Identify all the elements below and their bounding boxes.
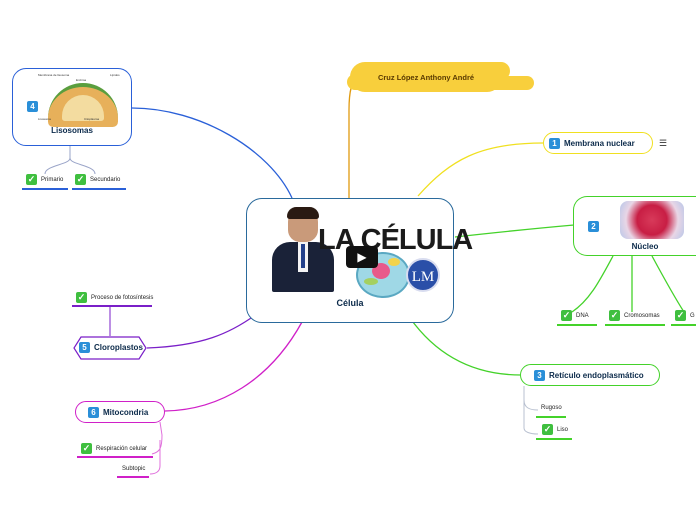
check-icon: ✓: [76, 292, 87, 303]
nucleo-label: Núcleo: [631, 242, 659, 251]
leaf-secundario[interactable]: ✓ Secundario: [75, 174, 120, 185]
check-icon: ✓: [609, 310, 620, 321]
leaf-fotosintesis-underline: [72, 305, 152, 307]
central-title: Célula: [336, 298, 364, 308]
mitocondria-label: Mitocondria: [103, 407, 149, 417]
check-icon: ✓: [81, 443, 92, 454]
leaf-dna-underline: [557, 324, 597, 326]
membrana-nuclear-label: Membrana nuclear: [564, 138, 635, 148]
lm-logo: LM: [406, 258, 440, 292]
leaf-rugoso[interactable]: Rugoso: [541, 405, 562, 411]
leaf-fotosintesis-label: Proceso de fotosíntesis: [91, 294, 154, 301]
leaf-liso-underline: [536, 438, 572, 440]
leaf-respiracion-label: Respiración celular: [96, 445, 148, 452]
central-topic[interactable]: LA CÉLULA ▶ LM Célula: [246, 198, 473, 323]
number-badge-6: 6: [88, 406, 99, 418]
check-icon: ✓: [542, 424, 553, 435]
leaf-secundario-label: Secundario: [90, 176, 121, 183]
leaf-primario-underline: [22, 188, 68, 190]
topic-reticulo[interactable]: 3 Retículo endoplasmático: [520, 364, 660, 386]
topic-lisosomas[interactable]: Membrana de lisosoma Lípidos Enzima Liso…: [12, 68, 132, 146]
leaf-cromosomas-underline: [605, 324, 665, 326]
leaf-liso-label: Liso: [557, 426, 569, 433]
leaf-g[interactable]: ✓ G: [675, 310, 695, 321]
lysosome-label-membrana: Membrana de lisosoma: [38, 73, 70, 77]
reticulo-label: Retículo endoplasmático: [549, 370, 644, 380]
play-button[interactable]: ▶: [346, 246, 378, 268]
cloroplastos-label: Cloroplastos: [94, 343, 143, 352]
lisosomas-label: Lisosomas: [51, 126, 93, 135]
leaf-primario[interactable]: ✓ Primario: [26, 174, 63, 185]
leaf-respiracion-underline: [77, 456, 153, 458]
leaf-dna[interactable]: ✓ DNA: [561, 310, 589, 321]
leaf-cromosomas-label: Cromosomas: [624, 312, 660, 319]
lysosome-label-lipidos: Lípidos: [110, 73, 120, 77]
lysosome-label-citoplasma: Citoplasma: [84, 117, 100, 121]
leaf-secundario-underline: [72, 188, 126, 190]
number-badge-1: 1: [549, 137, 560, 149]
topic-cloroplastos[interactable]: 5 Cloroplastos: [73, 336, 147, 360]
presenter-photo: [272, 207, 334, 292]
leaf-liso[interactable]: ✓ Liso: [542, 424, 568, 435]
nucleus-image: [620, 201, 684, 239]
topic-nucleo[interactable]: Núcleo 2: [573, 196, 696, 256]
number-badge-2: 2: [588, 221, 599, 232]
leaf-respiracion[interactable]: ✓ Respiración celular: [81, 443, 147, 454]
leaf-dna-label: DNA: [576, 312, 589, 319]
topic-mitocondria[interactable]: 6 Mitocondria: [75, 401, 165, 423]
number-badge-3: 3: [534, 369, 545, 381]
number-badge-4: 4: [27, 101, 38, 112]
hexagon-shape: [73, 336, 147, 360]
number-badge-5: 5: [79, 342, 90, 353]
lysosome-label-enzima: Enzima: [76, 78, 87, 82]
check-icon: ✓: [675, 310, 686, 321]
banner-title: LA CÉLULA: [318, 224, 473, 256]
leaf-g-underline: [671, 324, 696, 326]
leaf-g-label: G: [690, 312, 695, 319]
leaf-subtopic[interactable]: Subtopic: [122, 466, 145, 472]
check-icon: ✓: [75, 174, 86, 185]
central-image: LA CÉLULA ▶ LM: [260, 204, 473, 298]
leaf-primario-label: Primario: [41, 176, 64, 183]
leaf-subtopic-label: Subtopic: [122, 466, 146, 472]
topic-membrana-nuclear[interactable]: 1 Membrana nuclear: [543, 132, 653, 154]
lysosome-label-lisosoma: Lisosoma: [38, 117, 51, 121]
leaf-subtopic-underline: [117, 476, 149, 478]
notes-icon[interactable]: ☰: [659, 138, 668, 148]
leaf-cromosomas[interactable]: ✓ Cromosomas: [609, 310, 660, 321]
leaf-rugoso-label: Rugoso: [541, 405, 562, 411]
author-label: Cruz López Anthony André: [377, 72, 475, 82]
check-icon: ✓: [26, 174, 37, 185]
lysosome-image: Membrana de lisosoma Lípidos Enzima Liso…: [38, 73, 122, 127]
leaf-fotosintesis[interactable]: ✓ Proceso de fotosíntesis: [76, 292, 153, 303]
author-cloud[interactable]: Cruz López Anthony André: [350, 62, 502, 92]
leaf-rugoso-underline: [536, 416, 566, 418]
check-icon: ✓: [561, 310, 572, 321]
